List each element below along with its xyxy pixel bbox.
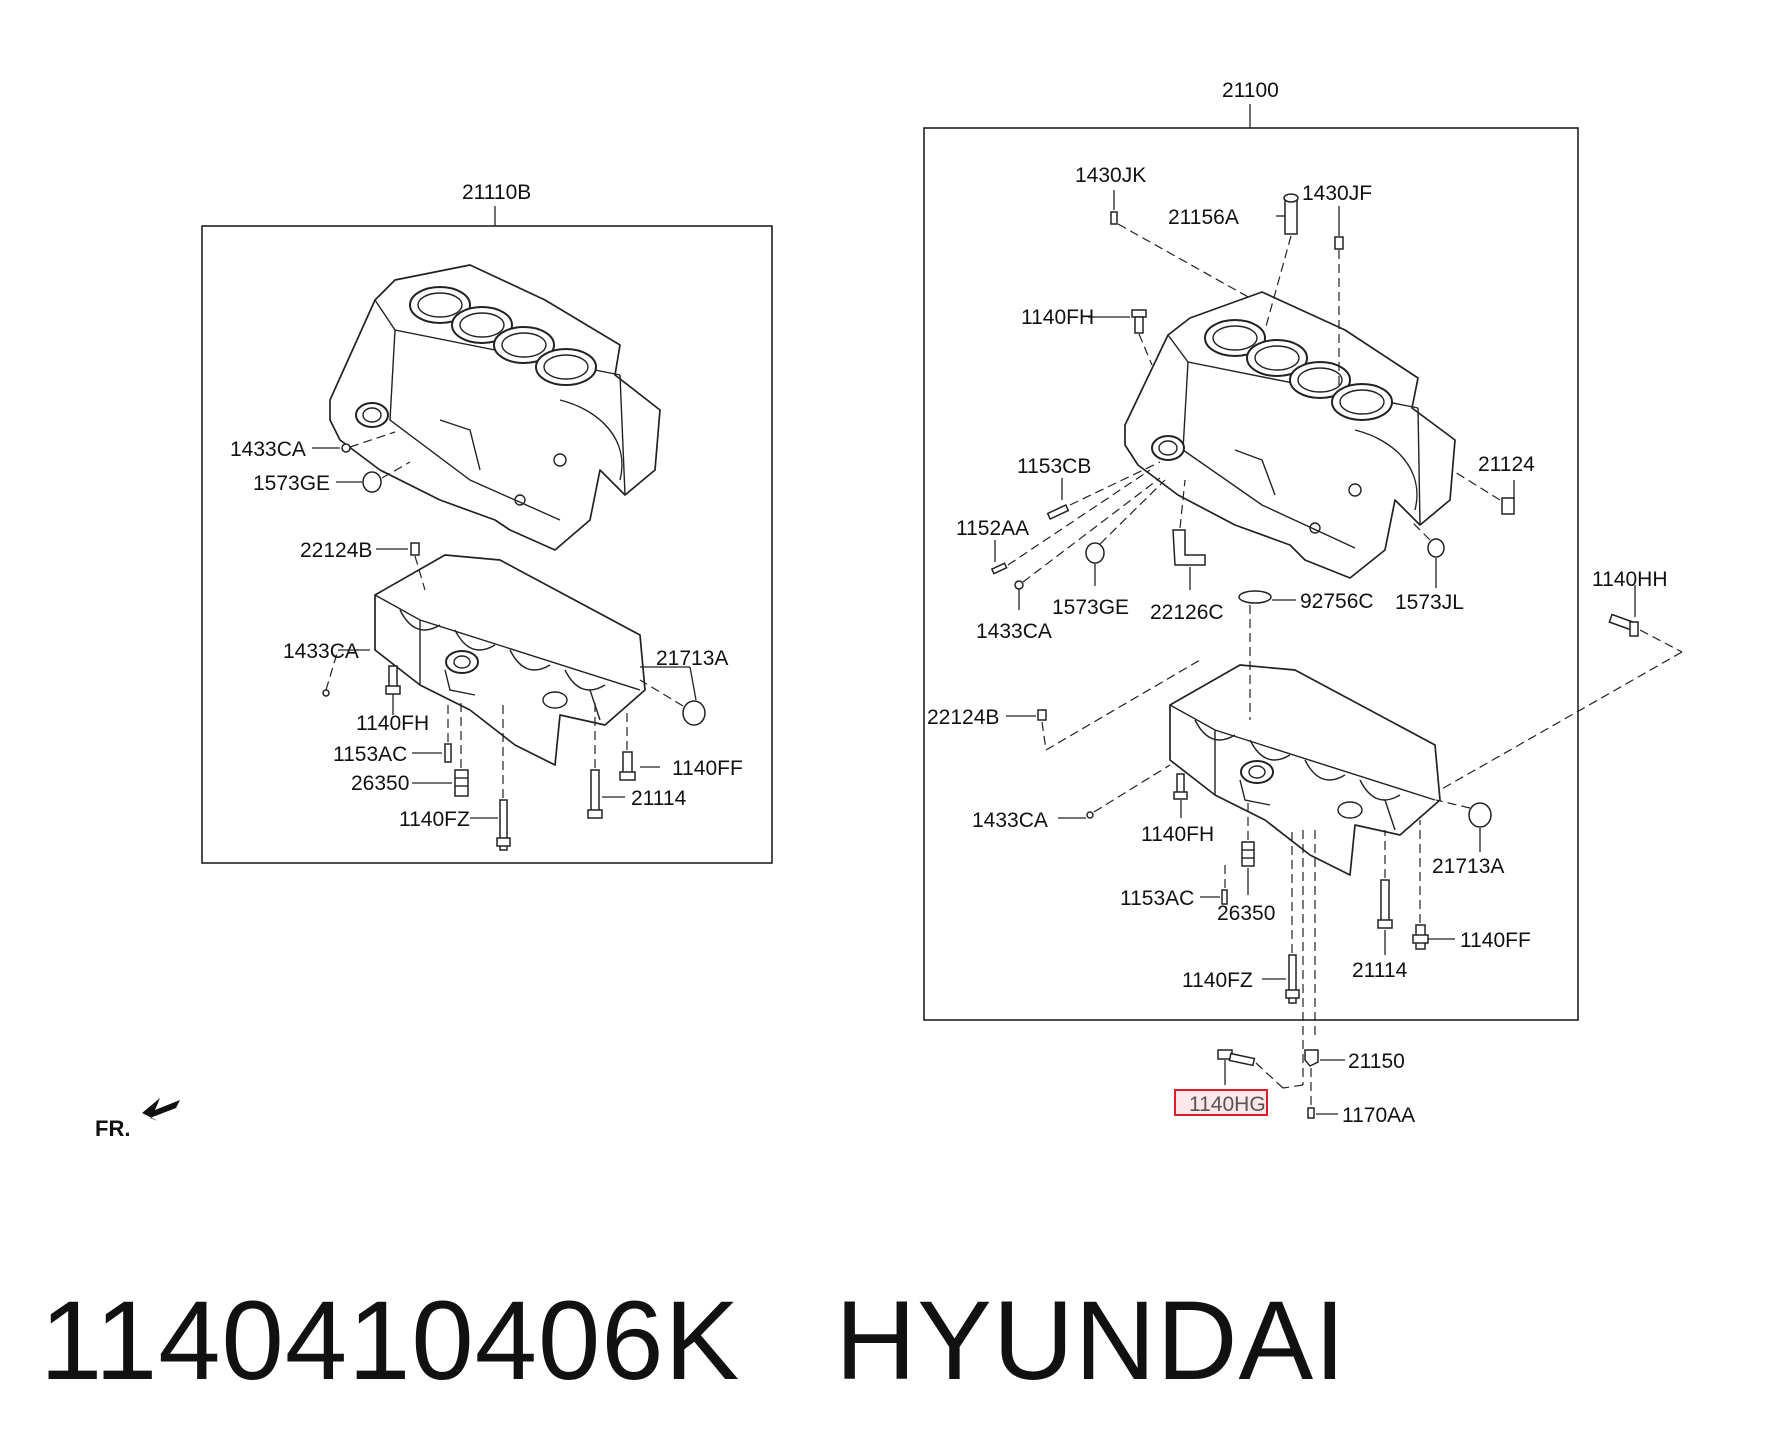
left-cylinder-block <box>329 264 661 551</box>
left-label-1140FF: 1140FF <box>672 757 743 780</box>
right-label-1140FH-a: 1140FH <box>1021 306 1094 329</box>
right-assembly-ref: 21100 <box>1222 79 1279 102</box>
left-label-1433CA-b: 1433CA <box>283 640 359 663</box>
right-1140FH-a-bolt-icon <box>1131 309 1147 318</box>
left-label-1140FZ: 1140FZ <box>399 808 470 831</box>
left-1140FH-bolt-icon <box>388 665 398 689</box>
right-26350-sensor-icon <box>1241 841 1255 867</box>
right-22124B-dowel-icon <box>1037 709 1047 721</box>
right-label-1140FF: 1140FF <box>1460 929 1531 952</box>
right-assembly-frame <box>923 127 1579 1021</box>
left-assembly-frame <box>201 225 773 864</box>
left-label-26350: 26350 <box>351 772 409 795</box>
right-22126C-pipe-icon <box>1172 529 1206 566</box>
right-label-1153AC: 1153AC <box>1120 887 1194 910</box>
left-label-1153AC: 1153AC <box>333 743 407 766</box>
right-1153CB-pin-icon <box>1046 504 1070 520</box>
left-1140FZ-bolt-icon <box>499 799 508 851</box>
left-26350-sensor-icon <box>454 769 469 797</box>
part-number: 1140410406K <box>40 1277 741 1403</box>
right-label-21156A: 21156A <box>1168 206 1239 229</box>
left-21114-bolt-icon <box>590 769 600 815</box>
right-1153AC-pin-icon <box>1221 889 1228 905</box>
highlighted-part-box[interactable] <box>1174 1089 1268 1116</box>
left-22124B-dowel-icon <box>410 542 420 556</box>
left-1433CA-b-plug-icon <box>322 689 330 697</box>
right-label-22124B: 22124B <box>927 706 999 729</box>
right-92756C-ring-icon <box>1238 590 1272 604</box>
right-assembly: 21100 <box>923 79 1683 1127</box>
right-1152AA-pin-icon <box>990 562 1008 575</box>
left-label-21114: 21114 <box>631 787 687 810</box>
right-1170AA-bolt-icon <box>1307 1107 1315 1119</box>
left-label-1433CA-a: 1433CA <box>230 438 306 461</box>
right-label-1430JF: 1430JF <box>1302 182 1372 205</box>
right-21713A-seal-icon <box>1468 802 1492 828</box>
front-marker: FR. <box>95 1098 180 1141</box>
right-label-22126C: 22126C <box>1150 601 1224 624</box>
right-label-21124: 21124 <box>1478 453 1535 476</box>
right-label-1430JK: 1430JK <box>1075 164 1146 187</box>
right-label-1573GE: 1573GE <box>1052 596 1129 619</box>
right-1140FZ-bolt-icon <box>1288 954 1297 1004</box>
left-1433CA-plug-icon <box>341 443 351 453</box>
left-21713A-seal-icon <box>682 700 706 726</box>
right-1433CA-b-plug-icon <box>1086 811 1094 819</box>
right-label-1140HH: 1140HH <box>1592 568 1668 591</box>
part-caption: 1140410406K HYUNDAI <box>40 1270 1346 1410</box>
right-label-1153CB: 1153CB <box>1017 455 1091 478</box>
right-label-1433CA-a: 1433CA <box>976 620 1052 643</box>
right-label-26350: 26350 <box>1217 902 1275 925</box>
right-label-1170AA: 1170AA <box>1342 1104 1415 1127</box>
right-1573GE-seal-icon <box>1085 542 1105 564</box>
right-21114-bolt-icon <box>1380 879 1390 925</box>
right-label-1573JL: 1573JL <box>1395 591 1464 614</box>
right-label-21114: 21114 <box>1352 959 1408 982</box>
right-label-21713A: 21713A <box>1432 855 1504 878</box>
left-label-1140FH: 1140FH <box>356 712 429 735</box>
right-cylinder-block <box>1124 291 1456 579</box>
right-label-92756C: 92756C <box>1300 590 1374 613</box>
right-label-1140FH-b: 1140FH <box>1141 823 1214 846</box>
right-1433CA-a-plug-icon <box>1014 580 1024 590</box>
right-1140HH-bolt-icon <box>1608 613 1634 631</box>
front-arrow-icon <box>142 1098 180 1121</box>
right-label-21150: 21150 <box>1348 1050 1405 1073</box>
right-21124-dowel-icon <box>1501 497 1515 515</box>
right-bedplate <box>1169 664 1441 876</box>
left-label-21713A: 21713A <box>656 647 728 670</box>
right-label-1433CA-b: 1433CA <box>972 809 1048 832</box>
right-21156A-sleeve-icon <box>1284 197 1298 235</box>
left-1573GE-seal-icon <box>362 471 382 493</box>
highlighted-part-label[interactable]: 1140HG <box>1189 1093 1266 1116</box>
left-label-1573GE: 1573GE <box>253 472 330 495</box>
left-label-22124B: 22124B <box>300 539 372 562</box>
left-assembly: 21110B <box>201 181 773 864</box>
right-label-1140FZ: 1140FZ <box>1182 969 1253 992</box>
right-label-1152AA: 1152AA <box>956 517 1029 540</box>
left-bedplate <box>374 554 646 766</box>
right-1573JL-seal-icon <box>1427 538 1445 558</box>
right-1430JK-pin-icon <box>1110 211 1118 225</box>
left-1153AC-pin-icon <box>444 743 452 763</box>
brand-name: HYUNDAI <box>835 1277 1347 1403</box>
right-1430JF-pin-icon <box>1334 236 1344 250</box>
right-1140FH-b-bolt-icon <box>1176 773 1185 795</box>
right-21150-jet-icon <box>1304 1049 1319 1067</box>
front-marker-label: FR. <box>95 1116 130 1141</box>
left-assembly-ref: 21110B <box>462 181 531 204</box>
